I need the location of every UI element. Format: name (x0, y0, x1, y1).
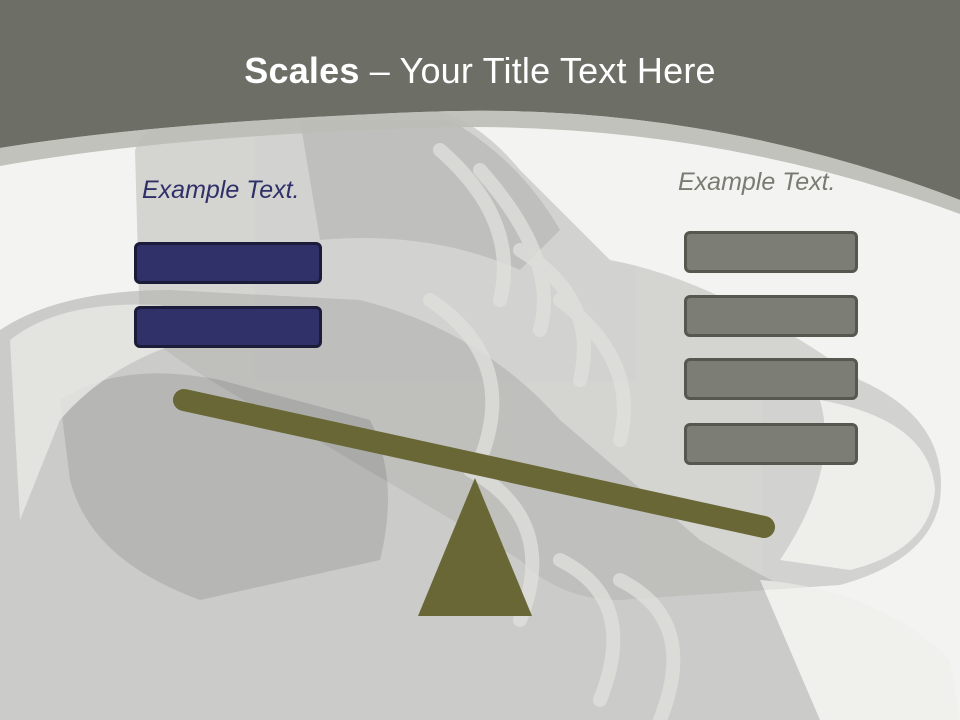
right-box-4 (684, 423, 858, 465)
laces (423, 143, 681, 720)
right-label: Example Text. (678, 168, 836, 196)
header-accent-curve (0, 110, 960, 214)
slide-title: Scales – Your Title Text Here (0, 50, 960, 92)
left-label: Example Text. (142, 176, 300, 204)
title-rest: – Your Title Text Here (359, 50, 716, 91)
header-band (0, 0, 960, 200)
right-box-3 (684, 358, 858, 400)
left-box-2 (134, 306, 322, 348)
title-bold: Scales (244, 50, 360, 91)
left-box-1 (134, 242, 322, 284)
right-box-1 (684, 231, 858, 273)
right-box-2 (684, 295, 858, 337)
scale-beam (173, 389, 775, 538)
scale-fulcrum (418, 478, 532, 616)
